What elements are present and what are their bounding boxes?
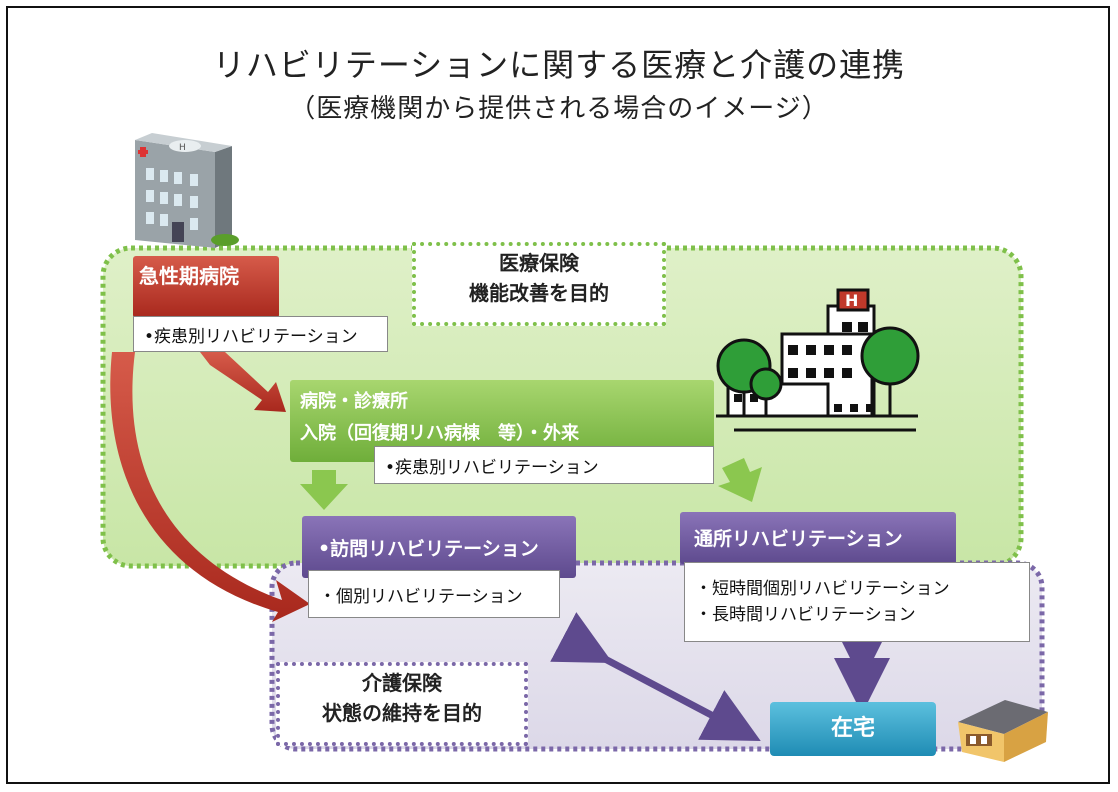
clinic-building-icon: H bbox=[716, 288, 920, 432]
clinic-to-day-care-arrow bbox=[718, 458, 762, 502]
hospital-clinic-rehab-item: •疾患別リハビリテーション bbox=[385, 457, 599, 478]
day-care-rehab-item-long: ・長時間リハビリテーション bbox=[695, 605, 916, 625]
day-care-rehab-box: ・短時間個別リハビリテーション ・長時間リハビリテーション bbox=[684, 562, 1030, 642]
home-box: 在宅 bbox=[770, 702, 936, 756]
clinic-to-home-visit-arrow bbox=[300, 470, 348, 510]
medical-insurance-purpose: 機能改善を目的 bbox=[469, 281, 609, 305]
svg-text:H: H bbox=[179, 143, 186, 153]
home-visit-home-link-arrow bbox=[550, 612, 761, 742]
hospital-clinic-title: 病院・診療所 bbox=[300, 391, 408, 412]
hospital-clinic-subtitle: 入院（回復期リハ病棟 等）・外来 bbox=[300, 423, 579, 444]
day-care-rehab-header: 通所リハビリテーション bbox=[680, 512, 956, 564]
medical-insurance-label: 医療保険 bbox=[499, 251, 579, 275]
svg-text:H: H bbox=[845, 291, 858, 310]
acute-hospital-title: 急性期病院 bbox=[139, 264, 239, 288]
page-subtitle: （医療機関から提供される場合のイメージ） bbox=[289, 94, 829, 124]
acute-to-clinic-arrow bbox=[200, 352, 286, 412]
care-insurance-label: 介護保険 bbox=[362, 671, 442, 695]
home-visit-rehab-title: •訪問リハビリテーション bbox=[318, 538, 539, 560]
hospital-clinic-rehab-box: •疾患別リハビリテーション bbox=[374, 446, 714, 484]
home-visit-rehab-box: ・個別リハビリテーション bbox=[308, 570, 560, 618]
acute-hospital-header: 急性期病院 bbox=[133, 256, 279, 318]
day-care-rehab-title: 通所リハビリテーション bbox=[694, 528, 903, 550]
medical-insurance-note: 医療保険 機能改善を目的 bbox=[412, 242, 666, 326]
acute-hospital-building-icon: H bbox=[135, 133, 239, 248]
acute-hospital-rehab-item: •疾患別リハビリテーション bbox=[144, 326, 358, 347]
page-title: リハビリテーションに関する医療と介護の連携 bbox=[212, 46, 906, 84]
home-visit-rehab-item: ・個別リハビリテーション bbox=[319, 586, 523, 607]
care-insurance-purpose: 状態の維持を目的 bbox=[322, 701, 482, 725]
house-icon bbox=[958, 700, 1048, 762]
day-care-rehab-item-short: ・短時間個別リハビリテーション bbox=[695, 579, 950, 599]
home-label: 在宅 bbox=[830, 716, 875, 741]
home-visit-rehab-header: •訪問リハビリテーション bbox=[302, 516, 576, 578]
acute-to-home-visit-arrow bbox=[110, 352, 310, 622]
care-insurance-note: 介護保険 状態の維持を目的 bbox=[276, 662, 528, 746]
acute-hospital-rehab-box: •疾患別リハビリテーション bbox=[133, 316, 388, 352]
page-frame bbox=[6, 6, 1110, 784]
